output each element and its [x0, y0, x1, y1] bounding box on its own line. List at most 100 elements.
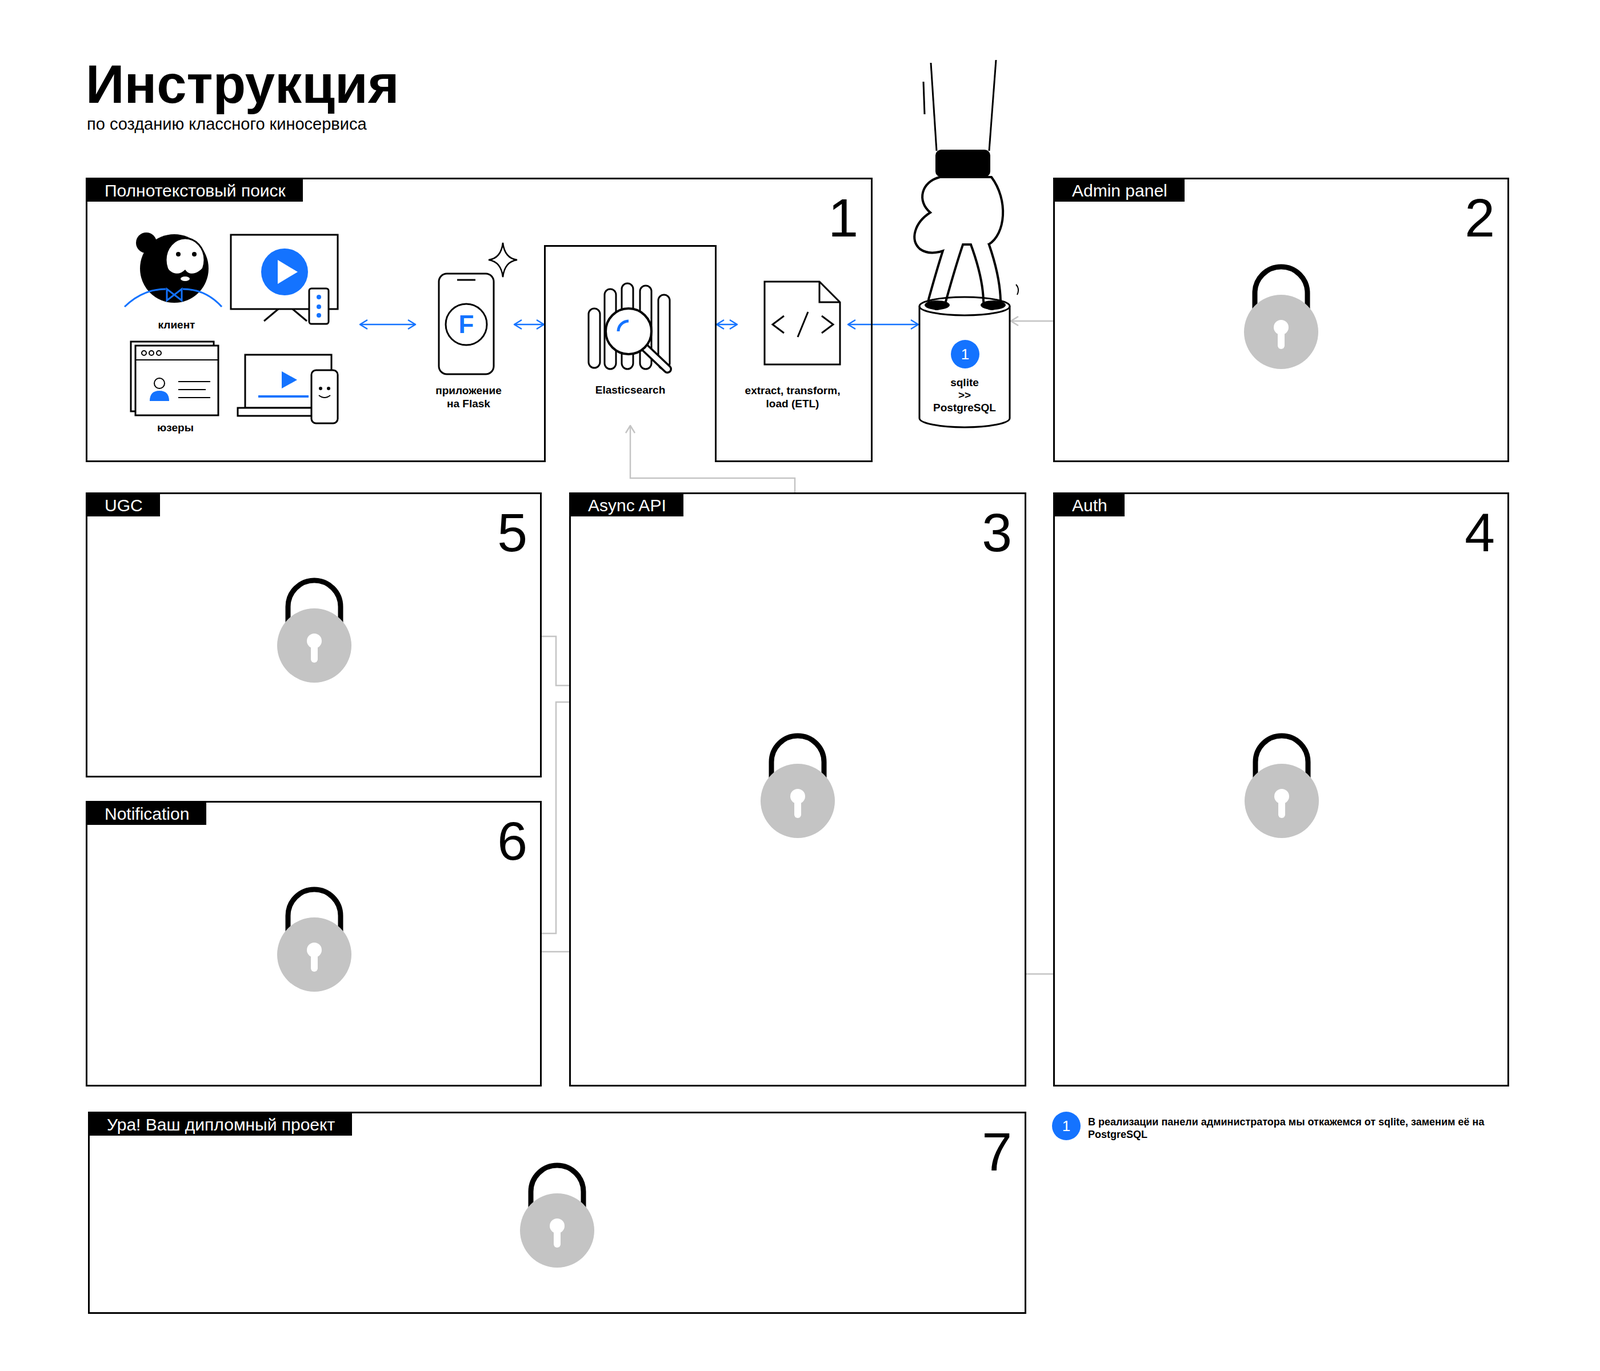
client-icon [124, 232, 222, 307]
hand-illustration [978, 240, 992, 301]
users-icon [154, 378, 165, 389]
tv-icon [316, 313, 322, 318]
node-label: Elasticsearch [545, 383, 715, 397]
logo-letter: F [449, 309, 484, 340]
hand-illustration [935, 149, 991, 178]
connector-line [541, 636, 570, 686]
section-tab: Notification [87, 802, 207, 826]
elasticsearch-icon [645, 348, 668, 370]
users-icon [156, 350, 162, 356]
connector-line [1010, 320, 1054, 323]
cylinder-outline [919, 306, 1010, 428]
code-file-icon [772, 316, 784, 334]
connector [625, 425, 795, 493]
section-panel: Async API 3 [569, 492, 1027, 1087]
laptop-icon [318, 386, 323, 391]
node-label: приложение на Flask [430, 384, 507, 411]
client-icon [176, 252, 181, 257]
elasticsearch-icon [588, 283, 670, 370]
users-icon [178, 397, 211, 399]
section-tab: Полнотекстовый поиск [87, 179, 303, 202]
elasticsearch-icon [605, 308, 652, 355]
connector [514, 320, 544, 330]
client-icon [124, 289, 166, 307]
etl-node: extract, transform, load (ETL) [737, 268, 848, 415]
code-file-icon [764, 281, 840, 365]
icon-label: юзеры [141, 421, 210, 435]
connector [360, 320, 416, 330]
tv-icon [230, 234, 338, 324]
laptop-icon [326, 386, 331, 391]
elasticsearch-icon [618, 321, 629, 332]
code-file-icon [821, 316, 834, 334]
lock-icon [277, 889, 352, 992]
elasticsearch-icon [645, 348, 668, 370]
lock-icon [277, 580, 352, 683]
section-panel: Полнотекстовый поиск1клиентюзерыприложен… [85, 177, 873, 463]
arrow-head [408, 320, 416, 330]
hand-illustration [930, 62, 937, 151]
laptop-icon [237, 354, 338, 424]
users-icon [149, 390, 170, 402]
lock-icon [1244, 266, 1319, 370]
connector [848, 320, 919, 330]
tv-icon [264, 309, 279, 322]
users-icon [141, 350, 147, 356]
client-icon [166, 289, 182, 301]
section-panel: Notification 6 [85, 801, 542, 1087]
tv-icon [261, 248, 308, 296]
connector [716, 320, 738, 330]
footnote: В реализации панели администратора мы от… [1088, 1116, 1500, 1142]
callout-number: 1 [950, 340, 980, 369]
hand-illustration [1016, 284, 1019, 295]
client-icon [180, 276, 190, 282]
users-icon [130, 341, 219, 416]
client-icon [182, 289, 222, 307]
tv-icon [316, 294, 322, 300]
section-tab: Ура! Ваш дипломный проект [89, 1113, 352, 1136]
subtitle: по созданию классного киносервиса [86, 114, 367, 135]
hand-illustration [978, 240, 992, 301]
section-number: 6 [497, 814, 528, 869]
phone-app-icon [457, 279, 476, 282]
section-panel: UGC5 [85, 492, 542, 778]
connector-line [630, 425, 795, 493]
connector [541, 952, 570, 953]
connector-line [848, 324, 919, 326]
page-title: Инструкция [85, 54, 400, 114]
laptop-icon [258, 395, 309, 398]
hand-illustration [937, 240, 956, 301]
connector-line [716, 324, 738, 326]
lock-icon [520, 1165, 595, 1268]
users-icon [178, 381, 211, 383]
arrow-head [910, 320, 919, 330]
elasticsearch-icon [588, 308, 600, 368]
code-file-icon [819, 281, 840, 303]
phone-app-icon [438, 242, 518, 375]
code-file-icon [764, 281, 840, 365]
section-tab: Async API [570, 494, 684, 517]
arrow-head [514, 320, 522, 330]
hand-illustration [924, 300, 950, 310]
tv-icon [292, 309, 307, 322]
code-file-icon [797, 312, 808, 338]
section-number: 3 [981, 505, 1012, 560]
laptop-icon [318, 395, 331, 398]
arrow-head [360, 320, 368, 330]
icon-label: клиент [142, 318, 211, 332]
section-number: 7 [981, 1125, 1012, 1180]
phone-app-icon [488, 242, 518, 278]
hand-illustration [914, 60, 1019, 310]
client-icon [192, 252, 197, 257]
client-group: клиент юзеры [125, 228, 360, 440]
connector [541, 702, 570, 934]
section-tab: Auth [1054, 494, 1125, 517]
section-number: 2 [1464, 190, 1495, 246]
users-icon [135, 345, 219, 416]
tv-icon [309, 288, 329, 324]
client-icon [140, 234, 209, 303]
section-tab: Admin panel [1054, 179, 1185, 202]
